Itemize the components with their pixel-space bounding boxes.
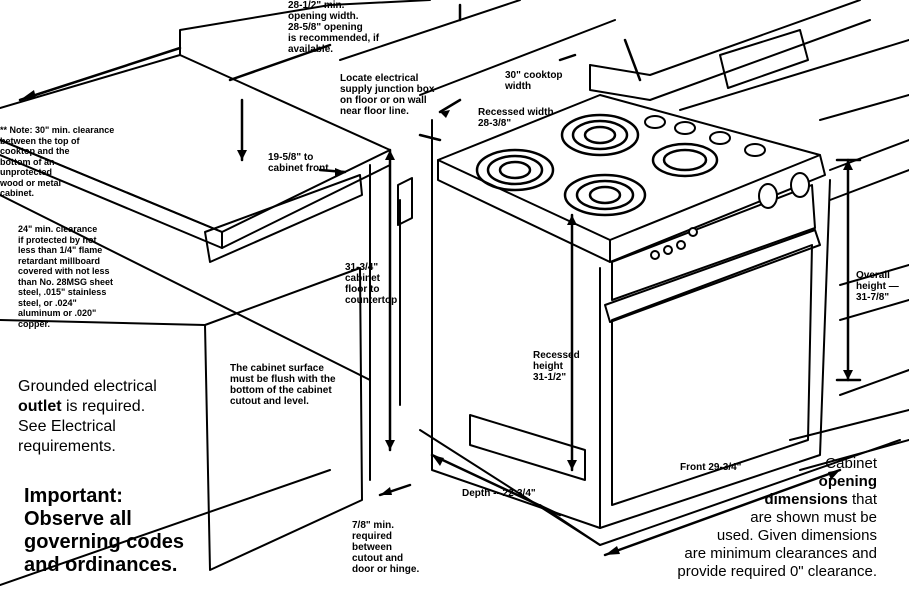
burner-back-right (651, 142, 719, 178)
outlet-note-bold1: Grounded electrical (18, 378, 157, 395)
left-drawer (204, 174, 363, 263)
knob-3 (709, 131, 731, 145)
cabinet-surface-label: The cabinet surface must be flush with t… (230, 363, 336, 407)
depth-line (430, 453, 562, 517)
note-24-clearance: 24" min. clearance if protected by not l… (18, 224, 114, 329)
overall-height-label: Overall height — 31-7/8" (856, 270, 899, 303)
right-drawer (719, 29, 809, 89)
opening-width-label: 28-1/2" min. opening width. 28-5/8" open… (288, 0, 380, 55)
left-door (204, 267, 363, 571)
broiler-drawer (469, 414, 586, 481)
burner-front-left (475, 148, 555, 192)
cabinet-front-label: 19-5/8" to cabinet front (268, 152, 329, 174)
cabinet-note-rest: that are shown must be used. Given dimen… (677, 491, 877, 580)
important-note: Important: Observe all governing codes a… (24, 485, 185, 576)
knob-4 (744, 143, 766, 157)
junction-box-label: Locate electrical supply junction box on… (340, 73, 435, 117)
recessed-width-label: Recessed width 28-3/8" (478, 107, 554, 129)
burner-back-left (560, 113, 640, 157)
recessed-height-label: Recessed height 31-1/2" (533, 350, 580, 383)
knob-2 (674, 121, 696, 135)
left-cabinet-front (0, 194, 371, 381)
backsplash (179, 4, 331, 56)
front-label: Front 29-3/4" (680, 462, 742, 473)
note-30-clearance: ** Note: 30" min. clearance between the … (0, 125, 115, 198)
cabinet-note-line1: Cabinet (825, 455, 877, 472)
countertop-right (589, 0, 861, 76)
cabinet-opening-note: Cabinet opening dimensions that are show… (677, 455, 877, 581)
range-body (431, 194, 601, 529)
dial-1 (758, 183, 778, 209)
hinge-clearance-label: 7/8" min. required between cutout and do… (352, 520, 420, 575)
cabinet-floor-label: 31-3/4" cabinet floor to countertop (345, 262, 398, 306)
junction-box (397, 177, 413, 226)
dial-2 (790, 172, 810, 198)
outlet-note: Grounded electrical outlet is required. … (18, 377, 157, 457)
cooktop-width-label: 30" cooktop width (505, 70, 563, 92)
outlet-note-rest: is required. See Electrical requirements… (18, 398, 146, 455)
cabinet-note-bold: opening dimensions (764, 473, 877, 508)
front-line (603, 468, 842, 557)
opening-width-arrow (18, 46, 182, 102)
oven-door (611, 244, 813, 506)
outlet-note-bold2: outlet (18, 398, 62, 415)
depth-label: Depth -- 22-3/4" (462, 488, 536, 499)
control-panel (611, 184, 816, 301)
knob-1 (644, 115, 666, 129)
burner-front-right (563, 173, 647, 217)
